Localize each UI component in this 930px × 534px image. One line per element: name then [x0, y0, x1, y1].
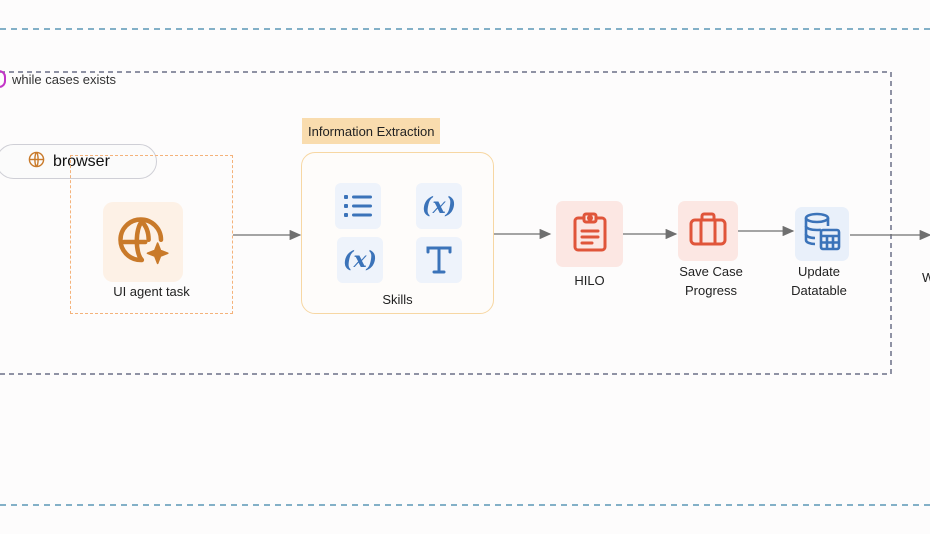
save-case-progress-node[interactable]	[678, 201, 738, 261]
globe-icon	[28, 151, 45, 173]
list-icon[interactable]	[335, 183, 381, 229]
database-table-icon	[803, 212, 841, 257]
clipboard-icon	[571, 212, 609, 257]
browser-context-pill[interactable]: browser	[0, 144, 157, 179]
variable-icon[interactable]: (x)	[337, 237, 383, 283]
hilo-node[interactable]	[556, 201, 623, 267]
loop-icon	[0, 70, 6, 88]
loop-label: while cases exists	[12, 71, 117, 87]
information-extraction-tag: Information Extraction	[302, 118, 441, 144]
skills-group-node[interactable]: (x) (x) Skills	[301, 152, 494, 314]
skills-label: Skills	[382, 292, 413, 307]
text-icon[interactable]	[416, 237, 462, 283]
briefcase-icon	[689, 212, 727, 251]
next-node-partial-label: W	[922, 270, 930, 285]
hilo-label: HILO	[574, 273, 605, 288]
update-datatable-label: Update Datatable	[791, 264, 847, 298]
globe-sparkle-icon	[103, 202, 183, 282]
update-datatable-node[interactable]	[795, 207, 849, 261]
loop-boundary	[0, 71, 892, 375]
save-case-progress-label: Save Case Progress	[679, 264, 743, 298]
browser-label: browser	[53, 152, 110, 170]
variable-icon[interactable]: (x)	[416, 183, 462, 229]
ui-agent-task-node[interactable]: UI agent task	[70, 155, 233, 314]
ui-agent-task-label: UI agent task	[113, 284, 190, 299]
loop-header[interactable]: while cases exists	[0, 70, 116, 88]
